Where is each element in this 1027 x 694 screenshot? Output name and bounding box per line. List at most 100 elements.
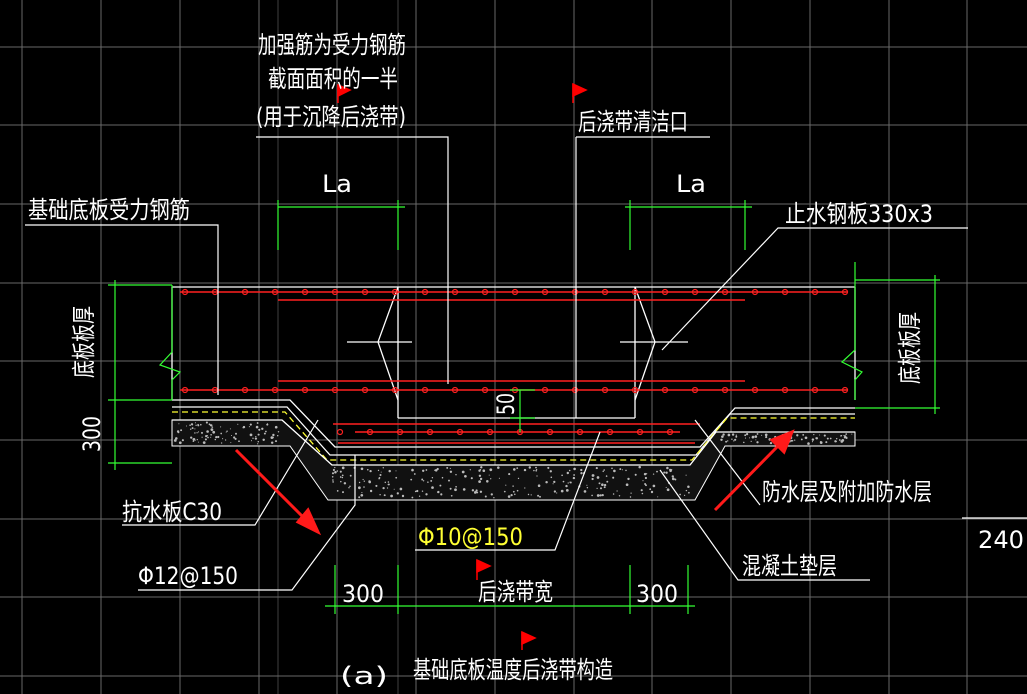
stipple-dot: [205, 421, 208, 424]
stipple-dot: [255, 425, 259, 429]
stipple-dot: [722, 433, 725, 436]
stipple-dot: [535, 469, 538, 472]
stipple-dot: [725, 440, 728, 443]
stipple-dot: [527, 493, 530, 496]
stipple-dot: [838, 439, 841, 441]
stipple-dot: [612, 493, 615, 495]
stipple-dot: [497, 466, 500, 469]
stipple-dot: [449, 470, 453, 473]
stipple-dot: [197, 431, 200, 433]
stipple-dot: [566, 471, 570, 475]
stipple-dot: [535, 468, 538, 471]
rebar-dot: [571, 288, 579, 296]
stipple-dot: [638, 465, 641, 469]
stipple-dot: [411, 468, 414, 472]
stipple-dot: [565, 489, 569, 492]
concrete-cushion-layer: [171, 419, 856, 501]
text-labels: 加强筋为受力钢筋 截面面积的一半 (用于沉降后浇带) 后浇带清洁口 基础底板受力…: [28, 31, 933, 690]
stipple-dot: [507, 495, 511, 498]
stipple-dot: [387, 481, 390, 483]
stipple-dot: [382, 486, 385, 490]
stipple-dot: [336, 470, 339, 472]
stipple-dot: [390, 494, 393, 498]
stipple-dot: [476, 491, 479, 494]
stipple-dot: [613, 469, 616, 473]
stipple-dot: [490, 478, 492, 480]
stipple-dot: [349, 474, 352, 477]
stipple-dot: [528, 466, 532, 469]
stipple-dot: [252, 437, 254, 439]
stipple-dot: [611, 467, 613, 470]
rebar-dot: [811, 288, 819, 296]
stipple-dot: [380, 471, 382, 473]
stipple-dot: [553, 490, 557, 493]
rebar-dot: [781, 288, 789, 296]
stipple-dot: [210, 433, 212, 436]
stipple-dot: [533, 469, 535, 472]
stipple-dot: [341, 474, 344, 477]
stipple-dot: [249, 433, 253, 437]
stipple-dot: [265, 430, 267, 433]
dim-la-left: La: [322, 170, 352, 198]
stipple-dot: [182, 439, 184, 442]
stipple-dot: [512, 490, 515, 493]
dim-300-left: 300: [342, 580, 384, 608]
stipple-dot: [603, 486, 606, 489]
stipple-dot: [410, 478, 413, 481]
rebar-dot: [396, 428, 404, 436]
slab-thickness-left-label: 底板板厚: [70, 306, 98, 378]
stipple-dot: [334, 470, 337, 474]
stipple-dot: [210, 428, 214, 431]
stipple-dot: [621, 469, 623, 471]
stipple-dot: [194, 422, 196, 424]
stipple-dot: [666, 466, 669, 470]
rebar-dot: [606, 428, 614, 436]
stipple-dot: [649, 488, 652, 491]
stipple-dot: [685, 474, 687, 476]
stipple-dot: [270, 436, 274, 439]
stipple-dot: [194, 428, 196, 430]
dim-240: 240: [978, 526, 1024, 554]
stipple-dot: [549, 470, 552, 473]
stipple-dot: [807, 442, 810, 445]
rebar-dot: [661, 386, 669, 394]
stipple-dot: [721, 435, 724, 438]
stipple-dot: [266, 423, 269, 426]
stipple-dot: [222, 438, 224, 440]
stipple-dot: [206, 430, 209, 433]
stipple-dot: [517, 477, 520, 480]
stipple-dot: [586, 486, 589, 489]
cleanout-label: 后浇带清洁口: [578, 108, 688, 136]
stipple-dot: [471, 489, 475, 492]
flag-markers: [337, 82, 588, 650]
rebar-left-label: Φ12@150: [138, 562, 238, 590]
stipple-dot: [652, 484, 656, 488]
stipple-dot: [449, 487, 452, 490]
stipple-dot: [384, 481, 387, 484]
rebar-dot: [636, 428, 644, 436]
stipple-dot: [250, 440, 253, 442]
stipple-dot: [225, 431, 227, 433]
stipple-dot: [342, 491, 344, 494]
stipple-dot: [826, 437, 829, 440]
stipple-dot: [569, 481, 572, 484]
stipple-dot: [580, 468, 583, 472]
stipple-dot: [382, 467, 384, 469]
stipple-dot: [657, 496, 659, 498]
stipple-dot: [348, 487, 350, 489]
stipple-dot: [431, 476, 434, 479]
stipple-dot: [454, 488, 457, 492]
waterproof-label: 防水层及附加防水层: [762, 478, 932, 506]
slab-thickness-right-label: 底板板厚: [896, 312, 924, 384]
stipple-dot: [331, 472, 335, 475]
stipple-dot: [603, 469, 605, 471]
stipple-dot: [362, 478, 364, 481]
stipple-dot: [340, 480, 342, 483]
rebar-dot: [241, 386, 249, 394]
stipple-dot: [656, 470, 658, 473]
stipple-dot: [744, 434, 747, 437]
stipple-dot: [399, 487, 403, 491]
stipple-dot: [665, 471, 668, 474]
anti-water-slab-label: 抗水板C30: [122, 498, 222, 526]
